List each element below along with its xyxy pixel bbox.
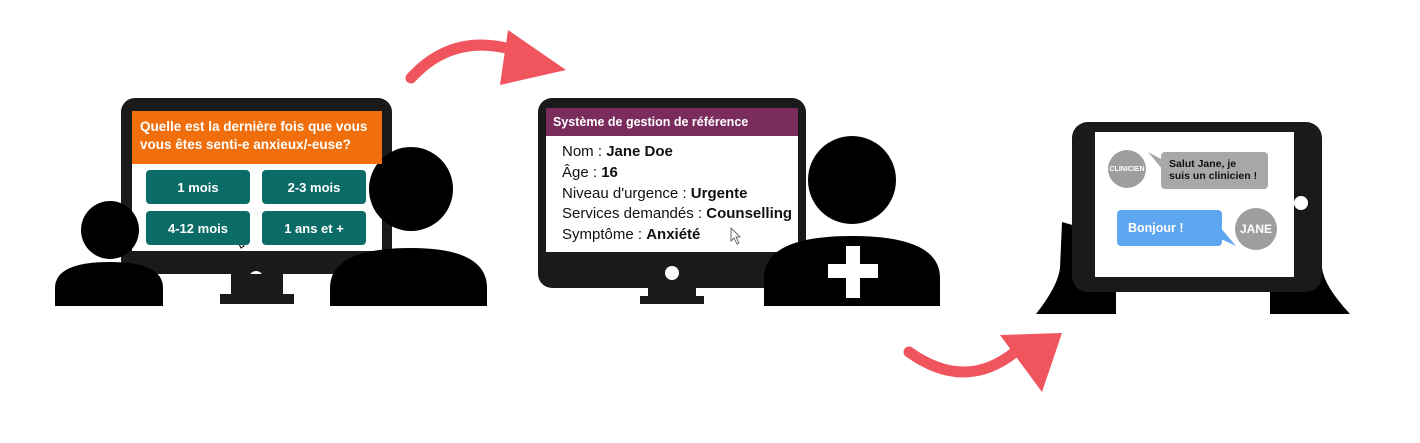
user-message: Bonjour ! [1117, 210, 1222, 246]
option-4-12-mois-button[interactable]: 4-12 mois [146, 211, 250, 245]
curved-arrow-icon [405, 30, 566, 85]
referral-system-title: Système de gestion de référence [553, 115, 749, 129]
field-services: Services demandés : Counselling [562, 205, 793, 223]
field-symptom: Symptôme : Anxiété [562, 226, 701, 244]
field-name: Nom : Jane Doe [562, 143, 673, 160]
field-urgency: Niveau d'urgence : Urgente [562, 184, 748, 202]
quiz-question: Quelle est la dernière fois que vous vou… [132, 111, 382, 164]
patient-record: Nom : Jane Doe Âge : 16 Niveau d'urgence… [562, 142, 802, 246]
notification-count: 1 [786, 110, 790, 117]
curved-arrow-icon [903, 333, 1062, 392]
tablet-icon [1072, 122, 1322, 292]
person-icon [55, 201, 163, 306]
clinician-avatar: CLINICIEN [1108, 150, 1146, 188]
option-2-3-mois-button[interactable]: 2-3 mois [262, 170, 366, 204]
user-avatar: JANE [1235, 208, 1277, 250]
option-1-mois-button[interactable]: 1 mois [146, 170, 250, 204]
person-icon [330, 147, 487, 306]
referral-system-header: Système de gestion de référence [546, 108, 798, 136]
field-age: Âge : 16 [562, 163, 618, 181]
medical-cross-icon [828, 246, 878, 298]
cursor-icon [730, 227, 741, 245]
option-1-ans-et-plus-button[interactable]: 1 ans et + [262, 211, 366, 245]
clinician-message: Salut Jane, je suis un clinicien ! [1161, 152, 1268, 189]
